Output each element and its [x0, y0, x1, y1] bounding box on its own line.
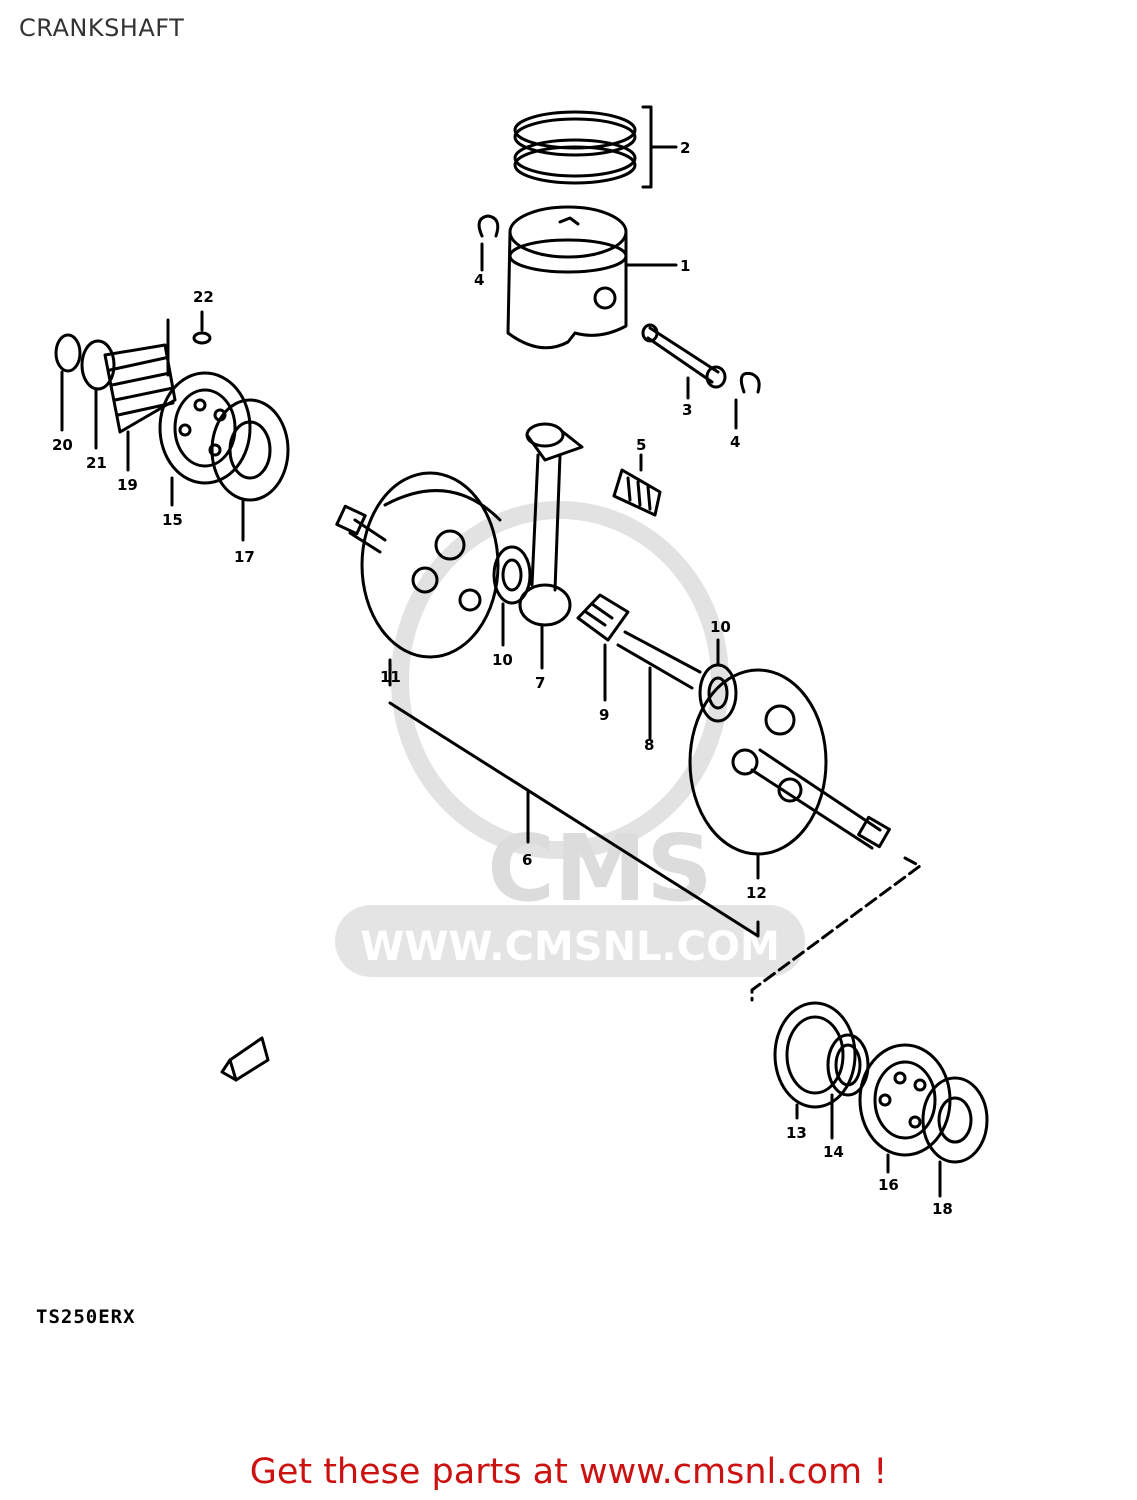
- spacer-ring: [826, 1033, 870, 1140]
- primary-drive-gear: [103, 343, 177, 472]
- callout-9: 9: [599, 706, 609, 724]
- callout-16: 16: [878, 1176, 899, 1194]
- callout-20: 20: [52, 436, 73, 454]
- callout-3: 3: [682, 401, 692, 419]
- callout-10-left: 10: [492, 651, 513, 669]
- thrust-washer-right: [698, 638, 738, 723]
- callout-14: 14: [823, 1143, 844, 1161]
- callout-5: 5: [636, 436, 646, 454]
- cta-link[interactable]: Get these parts at www.cmsnl.com !: [249, 1452, 888, 1492]
- lock-washer: [80, 339, 116, 450]
- crank-web-left: [335, 471, 502, 687]
- oil-seal-left: [210, 398, 290, 542]
- thrust-washer-left: [492, 545, 532, 647]
- callout-13: 13: [786, 1124, 807, 1142]
- circlip-left: [477, 214, 500, 272]
- piston-pin: [641, 323, 727, 400]
- watermark-brand: CMS: [487, 815, 712, 922]
- callout-12: 12: [746, 884, 767, 902]
- needle-bearing-big-end: [576, 593, 630, 702]
- needle-bearing-small-end: [612, 453, 662, 517]
- callout-2: 2: [680, 139, 690, 157]
- bearing-left: [158, 371, 252, 507]
- callout-10-right: 10: [710, 618, 731, 636]
- watermark-url: WWW.CMSNL.COM: [360, 924, 780, 970]
- crank-pin: [616, 630, 702, 740]
- page-title: CRANKSHAFT: [19, 14, 185, 42]
- callout-4-left: 4: [474, 271, 484, 289]
- callout-18: 18: [932, 1200, 953, 1218]
- callout-8: 8: [644, 736, 654, 754]
- callout-17: 17: [234, 548, 255, 566]
- callout-6: 6: [522, 851, 532, 869]
- cms-watermark: CMS WWW.CMSNL.COM: [335, 501, 805, 977]
- piston: [506, 205, 678, 350]
- callout-22: 22: [193, 288, 214, 306]
- callout-11: 11: [380, 668, 401, 686]
- piston-rings: [513, 105, 678, 189]
- seal-plate: [773, 1001, 857, 1120]
- connecting-rod: [518, 422, 584, 670]
- crank-web-right: [688, 668, 891, 880]
- circlip-right: [734, 371, 761, 430]
- crankshaft-assembly-bracket: [388, 701, 760, 938]
- bearing-group-bracket: [750, 856, 922, 1002]
- callout-7: 7: [535, 674, 545, 692]
- callout-4-right: 4: [730, 433, 740, 451]
- woodruff-key: [166, 310, 212, 377]
- callout-1: 1: [680, 257, 690, 275]
- callout-19: 19: [117, 476, 138, 494]
- callout-labels: 2 1 4 3 4 5 22 20 21 19 15 17 10 11 7 10…: [52, 139, 953, 1218]
- front-direction-icon: [220, 1036, 270, 1082]
- model-code: TS250ERX: [36, 1306, 136, 1328]
- callout-21: 21: [86, 454, 107, 472]
- oil-seal-right: [921, 1076, 989, 1198]
- callout-15: 15: [162, 511, 183, 529]
- nut: [54, 333, 82, 432]
